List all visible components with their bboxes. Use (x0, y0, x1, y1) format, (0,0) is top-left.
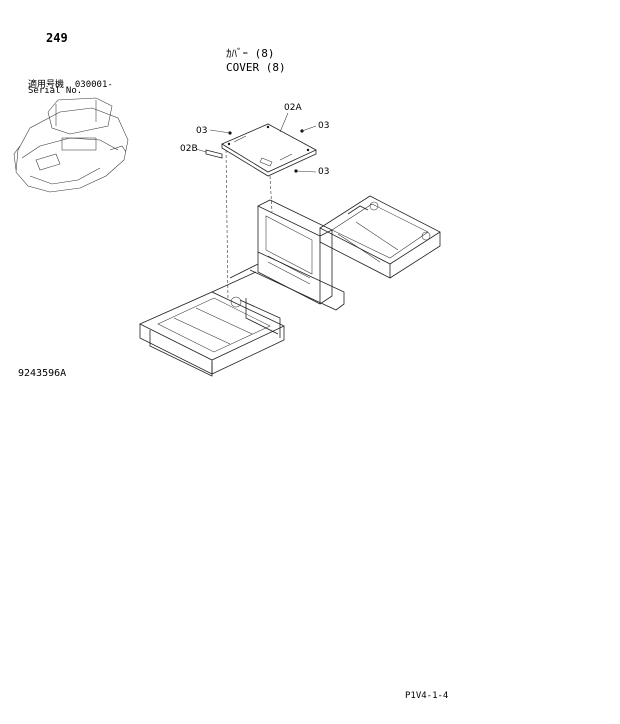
tray-assembly (319, 195, 441, 279)
page-title-japanese: ｶﾊﾞｰ (8) (226, 47, 275, 60)
serial-label-japanese: 適用号機 030001- (28, 77, 113, 90)
leader-lines (195, 112, 317, 173)
page-number: 249 (46, 31, 68, 45)
callout-03-top-left: 03 (196, 126, 208, 136)
machine-thumbnail (13, 97, 129, 193)
page-code: P1V4-1-4 (405, 691, 449, 701)
installation-lines (225, 149, 273, 301)
serial-label-jp-text: 適用号機 (28, 80, 65, 90)
callout-02a: 02A (284, 103, 302, 113)
illustration-number: 9243596A (18, 368, 67, 379)
serial-number: 030001- (74, 80, 113, 90)
page-title-english: COVER (8) (226, 61, 286, 74)
callout-02b: 02B (180, 144, 198, 154)
frame-assembly (139, 199, 345, 377)
plate-02b (205, 149, 223, 159)
serial-label-english: Serial No. (28, 86, 83, 96)
callout-03-bottom-right: 03 (318, 167, 330, 177)
callout-03-top-right: 03 (318, 121, 330, 131)
cover-plate-02a (221, 123, 317, 177)
